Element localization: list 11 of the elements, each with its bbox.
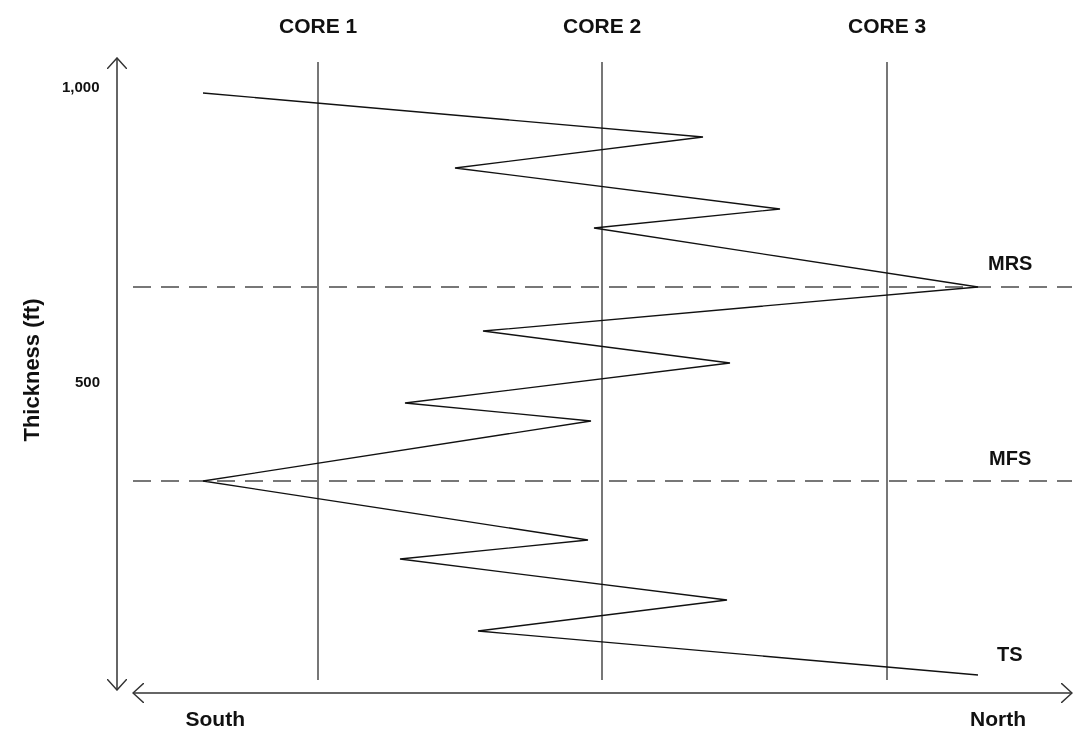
axis-label: MFS: [989, 448, 1032, 468]
axis-label: CORE 2: [563, 14, 642, 36]
axis-label: 1,000: [62, 78, 100, 94]
axis-label: North: [970, 707, 1026, 729]
axis-label: South: [185, 707, 245, 729]
axis-label: Thickness (ft): [20, 298, 42, 442]
axis-label: CORE 3: [848, 14, 927, 36]
axis-label: MRS: [988, 253, 1033, 273]
axis-label: TS: [997, 644, 1023, 664]
axis-label: 500: [75, 373, 101, 389]
axis-label: CORE 1: [279, 14, 358, 36]
